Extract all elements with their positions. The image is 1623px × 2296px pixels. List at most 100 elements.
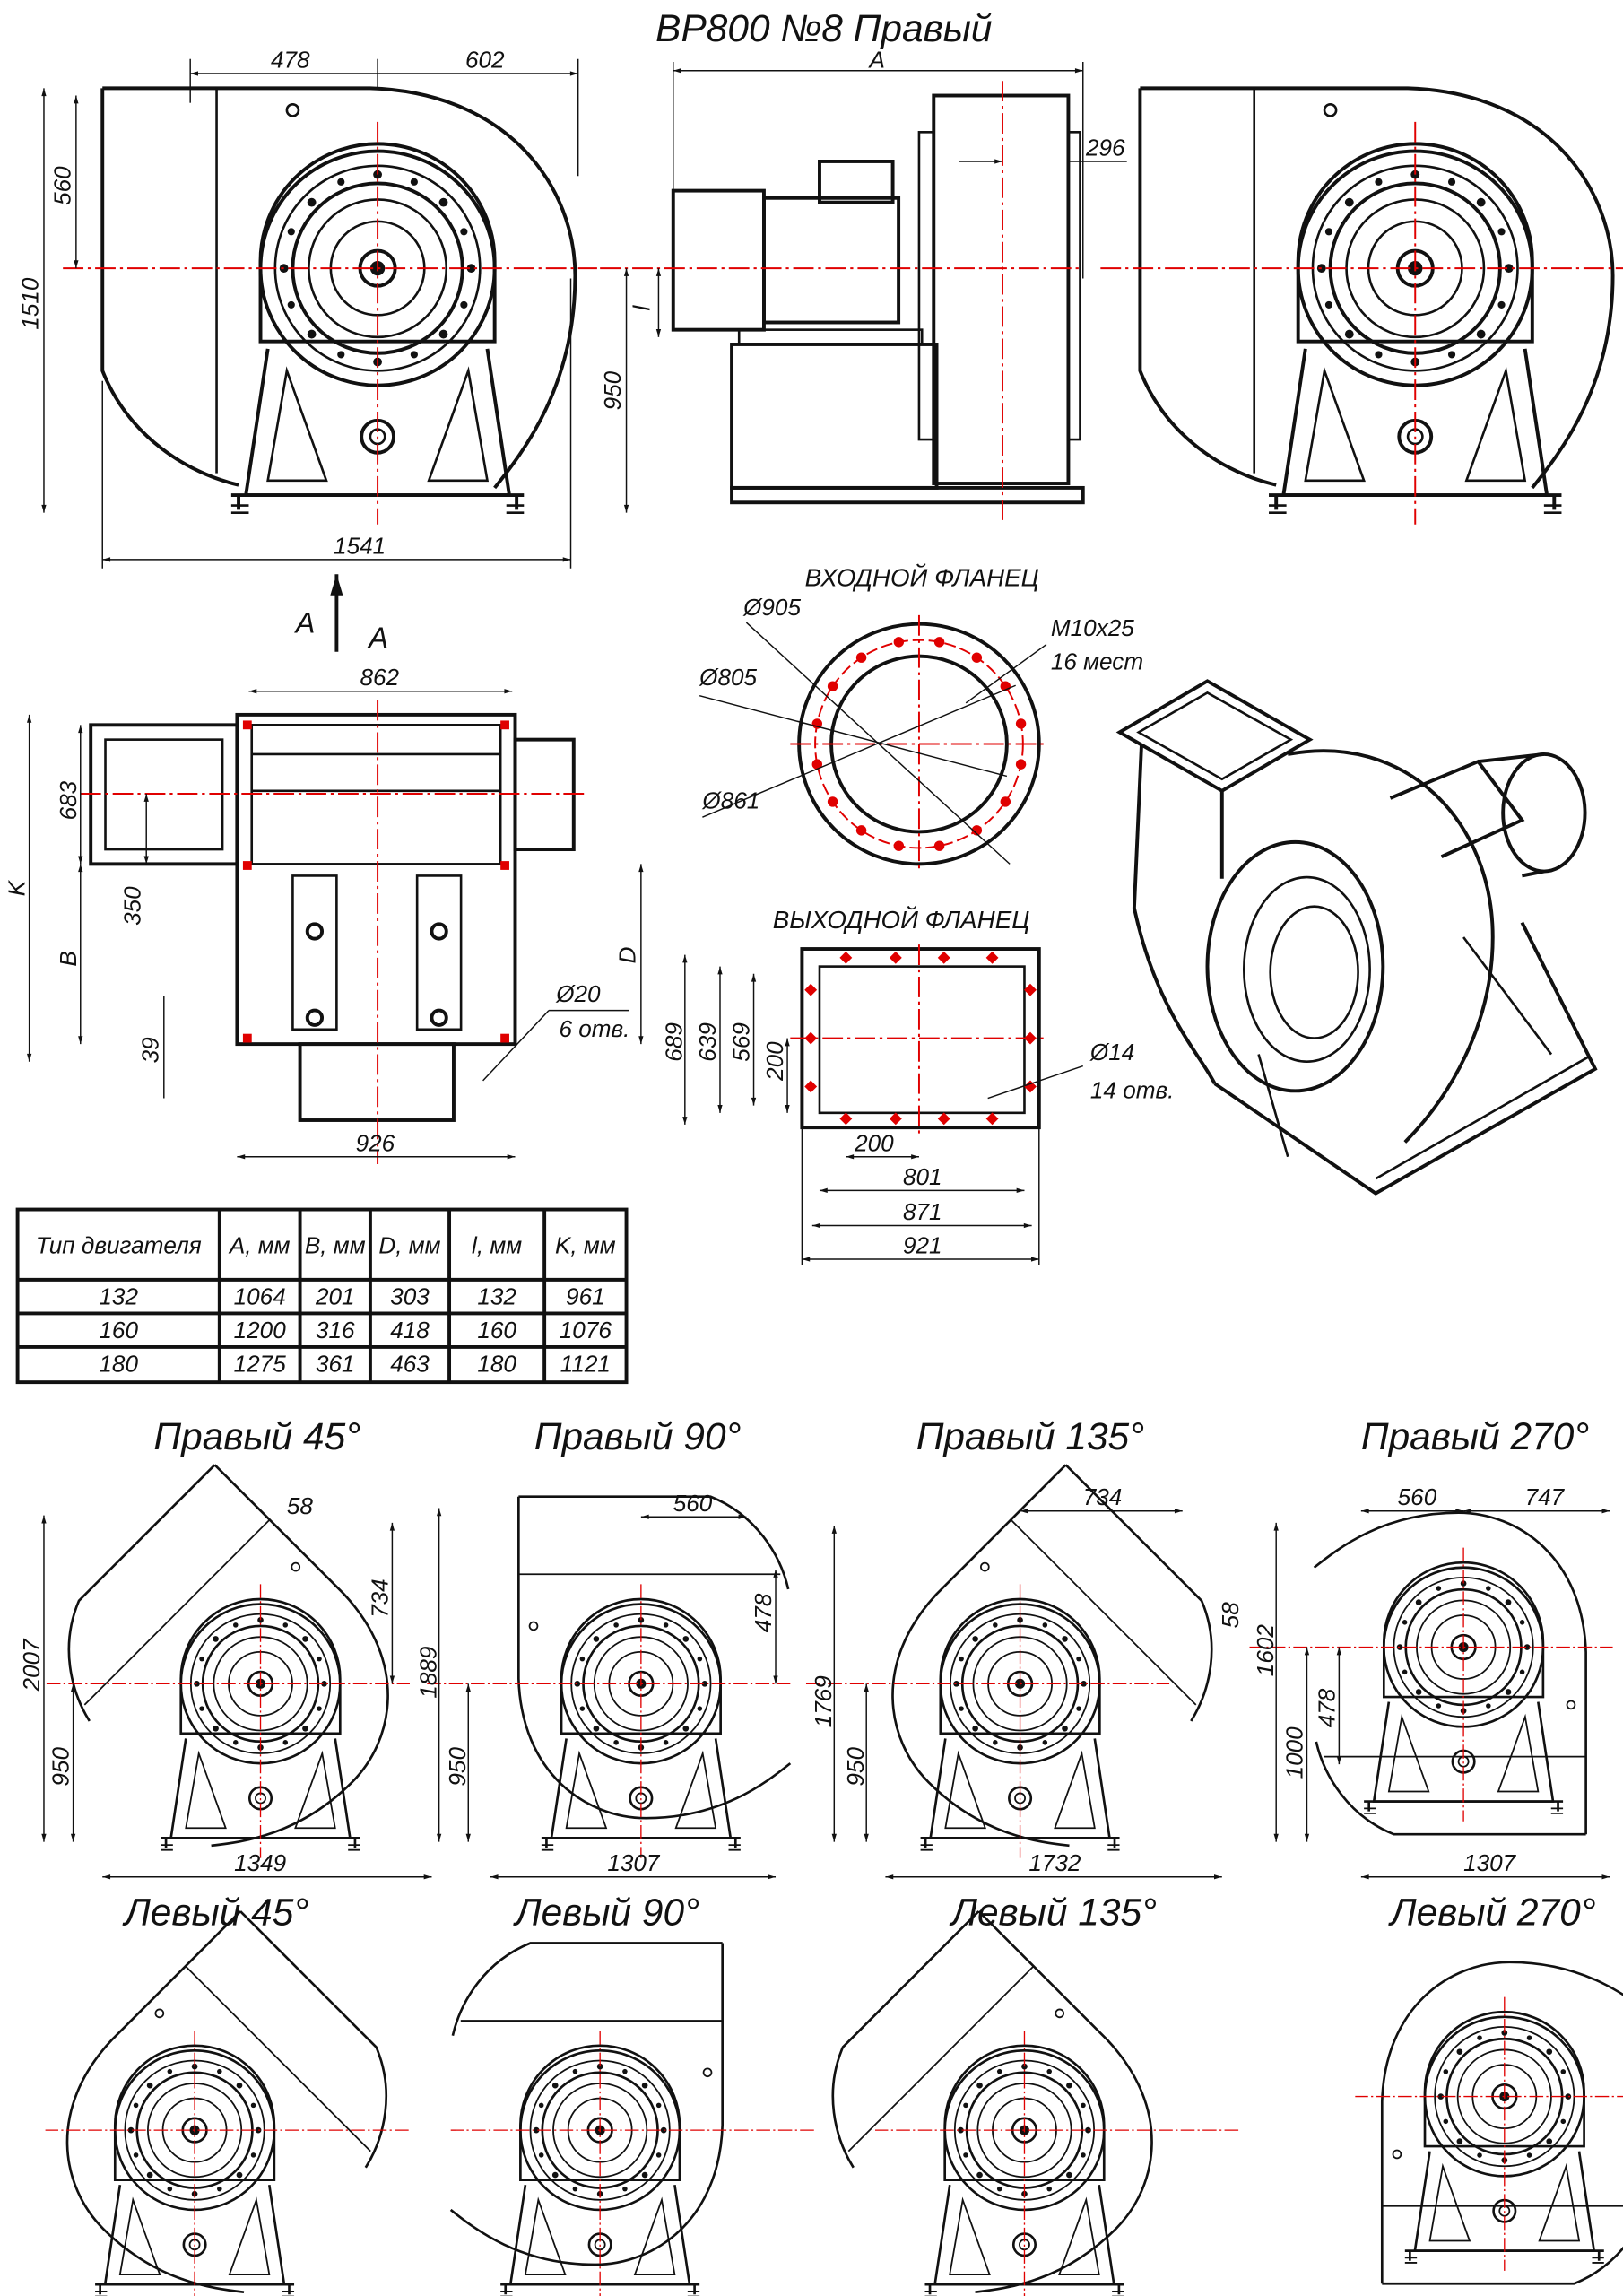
bolt-hole: [1015, 759, 1027, 770]
side-view: A 296 l 950: [599, 47, 1127, 520]
dim-1510: 1510: [16, 277, 43, 330]
dim-862: 862: [360, 664, 399, 691]
dim-747: 747: [1525, 1483, 1566, 1510]
dim-b: B: [55, 951, 82, 966]
dim-560: 560: [48, 166, 75, 205]
variant-label: Левый 90°: [512, 1892, 699, 1934]
dim-560: 560: [673, 1490, 713, 1517]
variant-label: Левый 45°: [122, 1892, 309, 1934]
hole-count: 6 отв.: [559, 1015, 629, 1042]
dim-478: 478: [271, 47, 310, 74]
front-view: 478 602 560 1510 1541: [16, 47, 599, 569]
inlet-bolt-count: 16 мест: [1051, 648, 1143, 674]
bolt-hole: [1024, 983, 1037, 996]
bolt-hole: [933, 840, 945, 851]
bolt-hole: [812, 759, 823, 770]
bolt-hole: [893, 840, 905, 851]
hole-diameter: Ø20: [555, 980, 601, 1007]
variant-label: Правый 270°: [1361, 1415, 1589, 1457]
bolt-hole: [804, 983, 818, 996]
bolt-hole: [804, 1080, 818, 1093]
table-cell: 1200: [234, 1317, 287, 1344]
table-cell: 132: [99, 1283, 138, 1310]
variant-label: Правый 90°: [534, 1415, 742, 1457]
front-view-right: [1098, 86, 1623, 526]
table-cell: 1076: [560, 1317, 612, 1344]
dim-950: 950: [444, 1747, 471, 1787]
variant-right-135: Правый 135° 734 58 1769 950 1732: [804, 1415, 1260, 1886]
table-cell: 1064: [234, 1283, 286, 1310]
dim-296: 296: [1085, 134, 1125, 161]
bolt-hole: [985, 1112, 999, 1126]
bolt-hole: [971, 825, 983, 836]
bolt-hole: [855, 825, 867, 836]
bolt-hole: [1024, 1031, 1037, 1045]
table-cell: 201: [315, 1283, 355, 1310]
table-header: K, мм: [555, 1232, 616, 1259]
dim-350: 350: [119, 886, 146, 926]
variant-label: Левый 135°: [949, 1892, 1157, 1934]
bolt-hole: [855, 652, 867, 663]
table-cell: 160: [477, 1317, 516, 1344]
dim-478: 478: [750, 1593, 777, 1632]
table-cell: 418: [390, 1317, 430, 1344]
inlet-flange: ВХОДНОЙ ФЛАНЕЦ Ø905 Ø805 Ø861 M10x25 16 …: [699, 562, 1143, 872]
variant-label: Правый 45°: [153, 1415, 360, 1457]
bolt-hole: [827, 796, 838, 807]
table-cell: 961: [566, 1283, 605, 1310]
variant-left-135: Левый 135°: [785, 1892, 1240, 2296]
dim-602: 602: [465, 47, 505, 74]
variant-right-90: Правый 90° 560 478 1889 950 1307: [414, 1415, 792, 1880]
table-cell: 463: [390, 1351, 430, 1378]
variant-right-270: Правый 270° 560 747 1602 1000 478 1307: [1248, 1415, 1614, 1880]
dim-d: D: [613, 946, 640, 963]
outlet-d200-vertical: 200: [761, 1041, 788, 1082]
outlet-d200-horizontal: 200: [854, 1129, 894, 1156]
dim-1602: 1602: [1252, 1624, 1279, 1677]
inlet-d861: Ø861: [701, 787, 759, 813]
dim-926: 926: [356, 1129, 395, 1156]
bolt-hole: [933, 637, 945, 648]
dim-1769: 1769: [810, 1675, 837, 1727]
view-label-2: A: [367, 621, 388, 654]
variant-left-45: Левый 45°: [12, 1892, 434, 2296]
variant-left-270: Левый 270°: [1353, 1892, 1623, 2285]
bolt-hole: [937, 951, 950, 964]
dim-478: 478: [1313, 1688, 1340, 1727]
variant-left-90: Левый 90°: [449, 1892, 816, 2296]
dim-734: 734: [1083, 1483, 1123, 1510]
dim-950: 950: [842, 1747, 869, 1787]
dim-734: 734: [367, 1578, 394, 1618]
dim-58: 58: [1217, 1602, 1244, 1629]
table-cell: 1121: [560, 1351, 611, 1378]
dim-1732: 1732: [1028, 1849, 1081, 1876]
dim-1889: 1889: [414, 1647, 441, 1699]
table-cell: 1275: [234, 1351, 287, 1378]
drawing-title: ВР800 №8 Правый: [655, 7, 992, 49]
table-header: D, мм: [378, 1232, 440, 1259]
outlet-d921: 921: [903, 1232, 942, 1259]
dim-k: K: [4, 879, 30, 896]
dim-560: 560: [1398, 1483, 1437, 1510]
inlet-flange-title: ВХОДНОЙ ФЛАНЕЦ: [805, 562, 1039, 591]
table-cell: 303: [390, 1283, 430, 1310]
table-cell: 180: [477, 1351, 516, 1378]
outlet-d801: 801: [903, 1163, 942, 1190]
bolt-hole: [839, 1112, 853, 1126]
table-cell: 316: [316, 1317, 355, 1344]
bolt-hole: [893, 637, 905, 648]
isometric-view: [1115, 679, 1598, 1196]
dim-1541: 1541: [334, 532, 386, 559]
outlet-flange: ВЫХОДНОЙ ФЛАНЕЦ 689 639 569 200 200 801 …: [661, 905, 1174, 1265]
outlet-hole-diameter: Ø14: [1089, 1039, 1134, 1065]
inlet-d905: Ø905: [742, 594, 801, 621]
variant-label: Левый 270°: [1387, 1892, 1595, 1934]
dim-1307: 1307: [1463, 1849, 1517, 1876]
bolt-hole: [839, 951, 853, 964]
view-arrow: A A: [294, 574, 388, 654]
dim-a: A: [867, 47, 884, 74]
table-header: B, мм: [305, 1232, 366, 1259]
table-cell: 132: [477, 1283, 516, 1310]
table-header: Тип двигателя: [36, 1232, 202, 1259]
